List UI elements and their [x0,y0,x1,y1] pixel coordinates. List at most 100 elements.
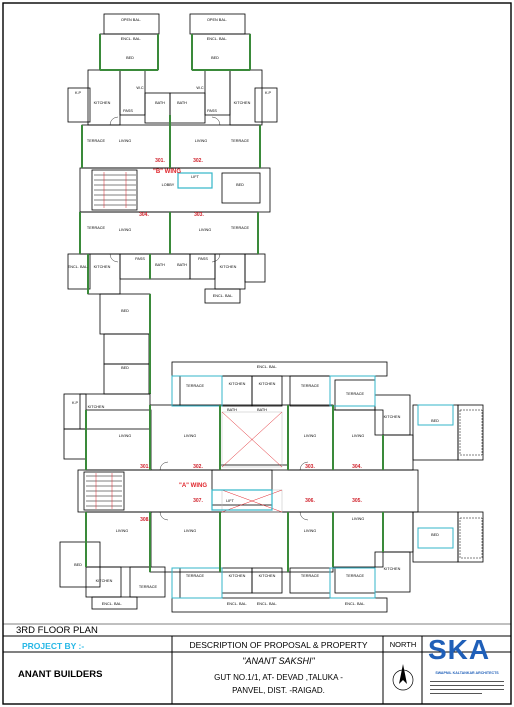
label-pass-b4: PASS [198,257,208,261]
description-heading: DESCRIPTION OF PROPOSAL & PROPERTY [189,640,368,650]
firm-logo: SKA [428,634,491,665]
label-terrace-a3: TERRACE [346,392,365,396]
flat-307-a: 307. [193,498,203,504]
label-encl-bal-b3: ENCL. BAL. [68,265,88,269]
north-arrow-icon [392,664,414,691]
address-line-2: PANVEL, DIST. -RAIGAD. [232,686,325,695]
label-terrace-a7: TERRACE [346,574,365,578]
label-terrace-b3: TERRACE [87,226,106,230]
plan-labels: OPEN BAL. OPEN BAL. ENCL. BAL. ENCL. BAL… [68,18,439,606]
flat-302-a: 302. [193,464,203,470]
label-encl-bal-a1: ENCL. BAL. [257,365,277,369]
label-bed-a1: BED [431,419,439,423]
label-open-bal-1: OPEN BAL. [121,18,141,22]
label-bed-b4: BED [121,309,129,313]
label-terrace-a5: TERRACE [186,574,205,578]
label-kp-b1: K.P [75,91,82,95]
label-living-a5: LIVING [116,529,128,533]
a-wing-lift-lobbies [221,411,283,513]
label-kitchen-a2: KITCHEN [259,382,276,386]
address-line-1: GUT NO.1/1, AT- DEVAD ,TALUKA - [214,673,343,682]
label-pass-b2: PASS [207,109,217,113]
label-bath-b1: BATH [155,101,165,105]
flat-304-b: 304. [139,212,149,218]
label-terrace-a1: TERRACE [186,384,205,388]
a-wing-right-balconies [459,409,483,559]
label-encl-bal-2: ENCL. BAL. [207,37,227,41]
label-lift-a: LIFT [226,499,234,503]
label-living-b1: LIVING [119,139,131,143]
a-wing-title: "A" WING [179,483,207,489]
label-kitchen-a7: KITCHEN [259,574,276,578]
label-kitchen-b2: KITCHEN [234,101,251,105]
label-bed-b1: BED [126,56,134,60]
label-bath-a2: BATH [257,408,267,412]
title-block [3,635,511,704]
flat-306-a: 306. [305,498,315,504]
label-kp-b2: K.P [265,91,272,95]
a-wing-cyan-outlines [171,375,454,599]
label-wc-b2: W.C [196,86,203,90]
label-pass-b1: PASS [123,109,133,113]
flat-numbers: 301. 302. 304. 303. 301. 302. 303. 304. … [139,158,362,523]
label-encl-bal-1: ENCL. BAL. [121,37,141,41]
label-living-a2: LIVING [304,434,316,438]
label-bed-conn: BED [121,366,129,370]
label-terrace-b2: TERRACE [231,139,250,143]
label-living-a1: LIVING [184,434,196,438]
flat-305-a: 305. [352,498,362,504]
label-terrace-b1: TERRACE [87,139,106,143]
flat-302-b: 302. [193,158,203,164]
label-encl-bal-a5: ENCL. BAL. [102,602,122,606]
label-terrace-a4: TERRACE [139,585,158,589]
label-encl-bal-a8: ENCL. BAL. [345,602,365,606]
label-kitchen-b3: KITCHEN [94,265,111,269]
label-encl-bal-b4: ENCL. BAL. [213,294,233,298]
label-living-a4: LIVING [119,434,131,438]
door-swings [109,116,309,521]
floor-plan-title: 3RD FLOOR PLAN [16,625,98,636]
label-bath-b3: BATH [155,263,165,267]
label-kitchen-a1: KITCHEN [229,382,246,386]
b-wing-lift-shaft [177,172,213,189]
flat-308-a: 308. [140,517,150,523]
label-terrace-b4: TERRACE [231,226,250,230]
label-bath-a1: BATH [227,408,237,412]
project-name: "ANANT SAKSHI" [242,656,315,666]
flat-303-a: 303. [305,464,315,470]
label-living-a7: LIVING [304,529,316,533]
a-wing-staircase [86,473,122,509]
label-bed-a2: BED [431,533,439,537]
flat-301-b: 301. [155,158,165,164]
flat-301-a: 301. [140,464,150,470]
label-bath-b4: BATH [177,263,187,267]
label-lobby-b: LOBBY [162,183,175,187]
project-by-label: PROJECT BY :- [22,641,85,651]
label-bed-b3: BED [236,183,244,187]
label-kitchen-a6: KITCHEN [229,574,246,578]
north-label: NORTH [389,640,417,649]
label-living-b2: LIVING [195,139,207,143]
label-wc-b1: W.C [136,86,143,90]
label-encl-bal-a6: ENCL. BAL. [227,602,247,606]
label-bed-a3: BED [74,563,82,567]
a-wing-green-walls [85,405,384,572]
b-wing-title: "B" WING [153,169,181,175]
label-pass-b3: PASS [135,257,145,261]
firm-name: SWAPNIL KALTANKAR ARCHITECTS [435,671,499,675]
label-kp-a1: K.P [72,401,79,405]
label-kitchen-a3: KITCHEN [384,415,401,419]
label-kitchen-a4: KITCHEN [88,405,105,409]
label-kitchen-b4: KITCHEN [220,265,237,269]
label-living-b3: LIVING [119,228,131,232]
label-encl-bal-a7: ENCL. BAL. [257,602,277,606]
label-lift-b: LIFT [191,175,199,179]
b-wing-staircase [94,172,136,208]
label-living-a8: LIVING [352,517,364,521]
label-bed-b2: BED [211,56,219,60]
label-kitchen-a5: KITCHEN [96,579,113,583]
label-terrace-a2: TERRACE [301,384,320,388]
label-living-a6: LIVING [184,529,196,533]
